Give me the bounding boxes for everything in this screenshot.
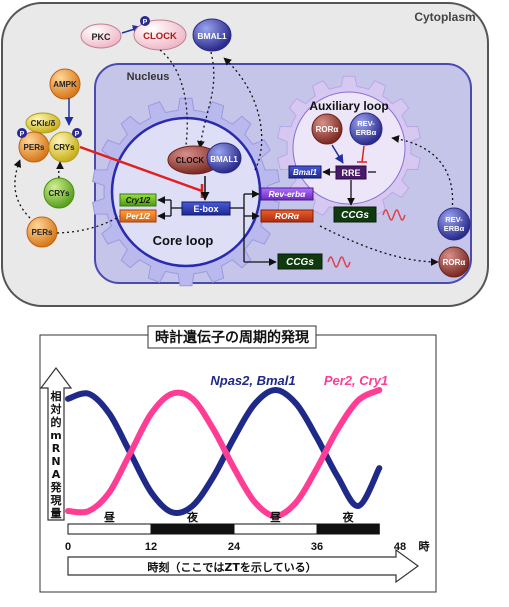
- auxiliary-loop-label: Auxiliary loop: [309, 99, 388, 113]
- ebox-label: E-box: [193, 204, 218, 214]
- x-tick-label: 12: [145, 541, 157, 553]
- ck-protein: [25, 112, 61, 134]
- chart-title-box: [147, 325, 317, 349]
- bmal1-import-path: [197, 51, 215, 149]
- ampk-label: AMPK: [53, 80, 77, 89]
- rev-erb-gene: [260, 187, 314, 201]
- ampk-protein: [49, 68, 81, 100]
- ror-cyto-protein: [438, 246, 470, 278]
- reverb-cyto-label: REV-ERBα: [444, 215, 465, 233]
- chart-frame: [39, 334, 437, 593]
- y-axis-arrow: [39, 367, 73, 521]
- pkc-protein: [80, 23, 122, 49]
- bmal1-gene-label: Bmal1: [293, 168, 318, 177]
- pkc-label: PKC: [91, 32, 111, 42]
- core-loop-label: Core loop: [153, 233, 214, 248]
- crys-label: CRYs: [53, 143, 75, 152]
- ccgs-core-label: CCGs: [286, 257, 314, 268]
- time-unit-label: 時: [419, 539, 430, 553]
- day-segment: [67, 523, 152, 535]
- cry12-gene: [119, 193, 157, 207]
- svg-text:P: P: [143, 19, 148, 26]
- ror-aux-protein: [311, 113, 343, 145]
- pers-free-protein: [26, 216, 58, 248]
- cry12-label: Cry1/2: [126, 196, 151, 205]
- ror-aux-label: RORα: [316, 125, 339, 134]
- night-label: 夜: [342, 510, 355, 524]
- crys-protein: [48, 131, 80, 163]
- cry-loop-path: [56, 161, 64, 179]
- bmal1-nuclear-protein: [206, 142, 242, 174]
- phospho-crys: [72, 128, 82, 138]
- ccgs-core-box: [277, 253, 323, 270]
- ror-cyto-label: RORα: [443, 258, 466, 267]
- clock-nuclear-label: CLOCK: [176, 156, 205, 165]
- bmal1-export-path: [223, 57, 263, 171]
- x-tick-label: 24: [228, 541, 241, 553]
- day-segment: [233, 523, 318, 535]
- nucleus-label: Nucleus: [127, 71, 170, 83]
- night-segment: [150, 523, 235, 535]
- phospho-clock: [140, 16, 150, 26]
- per12-gene: [119, 209, 157, 223]
- per-cry-inhibition: [79, 145, 203, 193]
- ck-label: CKIε/δ: [31, 119, 56, 128]
- cytoplasm-label: Cytoplasm: [414, 10, 475, 24]
- per-export-path: [56, 214, 123, 234]
- svg-text:P: P: [20, 131, 25, 138]
- chart-title: 時計遺伝子の周期的発現: [155, 329, 309, 346]
- ccgs-aux-box: [333, 206, 377, 223]
- ror-gene-label: RORα: [275, 211, 300, 221]
- day-label: 昼: [103, 511, 116, 524]
- reverb-cyto-protein: [437, 207, 471, 241]
- bmal1-protein: [192, 18, 232, 52]
- clock-import-path: [159, 49, 188, 146]
- rev-erb-gene-label: Rev-erbα: [269, 189, 307, 199]
- reverb-aux-protein: [349, 112, 383, 146]
- clock-label: CLOCK: [143, 31, 177, 42]
- legend-series-b: Per2, Cry1: [324, 373, 388, 388]
- legend-series-a: Npas2, Bmal1: [210, 373, 295, 388]
- phospho-pers: [17, 128, 27, 138]
- bmal1-nuclear-label: BMAL1: [210, 155, 238, 164]
- bmal1-gene: [288, 165, 322, 179]
- series-line-per2-cry1: [65, 387, 383, 520]
- night-label: 夜: [186, 510, 199, 524]
- x-tick-label: 36: [311, 541, 323, 553]
- series-line-npas2-bmal1: [65, 386, 383, 517]
- per-loop-path: [13, 159, 31, 219]
- ror-gene: [260, 209, 314, 223]
- x-axis-arrow: [67, 548, 420, 584]
- reverb-import-path: [391, 135, 454, 211]
- per12-label: Per1/2: [126, 212, 151, 221]
- bmal1-label: BMAL1: [197, 31, 227, 41]
- ccgs-aux-wave: [382, 209, 406, 221]
- rre-label: RRE: [341, 168, 360, 178]
- pers-free-label: PERs: [32, 228, 53, 237]
- light-dark-bar: 昼夜昼夜: [67, 510, 380, 535]
- ror-export-path: [319, 225, 439, 266]
- ccgs-aux-label: CCGs: [341, 210, 369, 221]
- crys-free-label: CRYs: [48, 189, 70, 198]
- ccgs-core-wave: [327, 256, 351, 268]
- pers-label: PERs: [24, 143, 45, 152]
- chart-lines: [65, 386, 383, 520]
- x-axis-label: 時刻（ここではZTを示している）: [147, 560, 316, 574]
- night-segment: [316, 523, 380, 535]
- reverb-aux-label: REV-ERBα: [356, 119, 377, 137]
- svg-text:P: P: [75, 131, 80, 138]
- day-label: 昼: [269, 511, 282, 524]
- x-tick-label: 0: [65, 541, 71, 553]
